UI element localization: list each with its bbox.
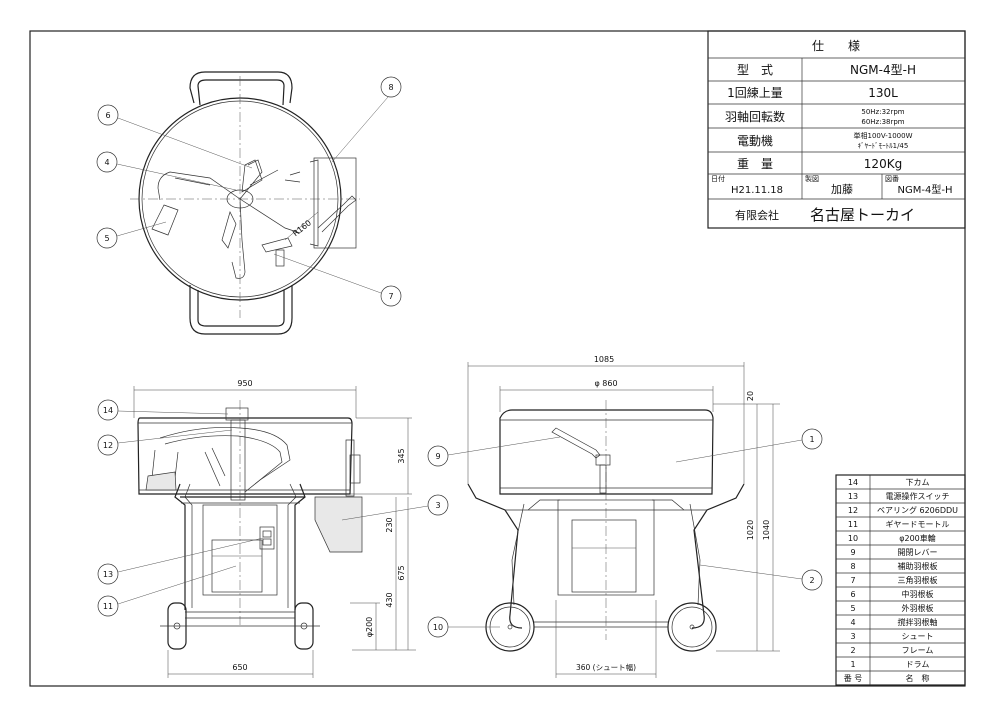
balloon-1: 1: [809, 435, 814, 444]
parts-row-name: ギヤードモートル: [886, 520, 950, 529]
drawing-value: NGM-4型-H: [898, 183, 953, 196]
spec-table: 仕 様 型 式 NGM-4型-H 1回練上量 130L 羽軸回転数 50Hz:3…: [707, 30, 966, 229]
side-balloons: 9 1 2 10: [427, 428, 823, 638]
maker-value: 加藤: [831, 183, 853, 196]
parts-row-name: 撹拌羽根軸: [898, 617, 938, 627]
spec-label-model: 型 式: [737, 63, 773, 77]
balloon-8: 8: [388, 83, 393, 92]
spec-value-rpm-60: 60Hz:38rpm: [861, 118, 904, 126]
front-dimensions: 950 650 345 230 675 430 φ200: [133, 379, 416, 678]
side-dimensions: 1085 φ 860 20 1020 1040 360 (シュート幅): [467, 355, 780, 678]
dim-675: 675: [397, 565, 406, 580]
drawing-label: 図番: [885, 175, 899, 183]
dim-1085: 1085: [594, 355, 614, 364]
balloon-14: 14: [103, 406, 113, 415]
dim-950: 950: [237, 379, 252, 388]
spec-label-weight: 重 量: [737, 157, 773, 171]
balloon-7: 7: [388, 292, 393, 301]
company-prefix: 有限会社: [735, 208, 779, 222]
company-name: 名古屋トーカイ: [810, 206, 915, 224]
parts-row-name: 補助羽根板: [898, 561, 938, 571]
parts-row-name: 電源操作スイッチ: [886, 491, 950, 501]
side-view: [467, 400, 745, 652]
balloon-3: 3: [435, 501, 440, 510]
parts-row-no: 10: [848, 534, 858, 543]
dim-r160: R160: [291, 218, 313, 238]
dim-1040: 1040: [762, 520, 771, 540]
dim-650: 650: [232, 663, 247, 672]
parts-header-name: 名 称: [906, 673, 930, 683]
front-view: [137, 400, 363, 650]
parts-row-no: 14: [848, 478, 858, 487]
spec-label-rpm: 羽軸回転数: [725, 109, 785, 124]
balloon-13: 13: [103, 570, 113, 579]
balloon-10: 10: [433, 623, 443, 632]
parts-row-name: 三角羽根板: [898, 575, 938, 585]
top-balloons: 8 6 4 5 7: [96, 76, 402, 307]
spec-label-motor: 電動機: [737, 133, 773, 148]
parts-row-no: 11: [848, 520, 858, 529]
parts-row-no: 4: [850, 618, 855, 627]
spec-value-motor-1: 単相100V-1000W: [853, 131, 912, 140]
balloon-2: 2: [809, 576, 814, 585]
parts-header-no: 番 号: [844, 673, 863, 683]
parts-list-frame: [835, 474, 966, 686]
front-balloons: 14 12 13 11 3: [97, 399, 449, 617]
dim-20: 20: [746, 391, 755, 401]
parts-row-no: 2: [850, 646, 855, 655]
spec-value-model: NGM-4型-H: [850, 63, 916, 77]
balloon-4: 4: [104, 158, 109, 167]
parts-row-name: フレーム: [902, 646, 934, 655]
parts-row-no: 9: [850, 548, 855, 557]
parts-row-name: ドラム: [906, 660, 930, 669]
spec-label-capacity: 1回練上量: [727, 86, 783, 100]
spec-title: 仕 様: [812, 39, 860, 53]
dim-phi860: φ 860: [594, 379, 617, 388]
balloon-5: 5: [104, 234, 109, 243]
parts-row-name: φ200車輪: [899, 533, 936, 543]
parts-row-no: 3: [850, 632, 855, 641]
spec-value-rpm-50: 50Hz:32rpm: [861, 108, 904, 116]
parts-row-no: 12: [848, 506, 858, 515]
spec-value-motor-2: ｷﾞﾔｰﾄﾞﾓｰﾄﾙ1/45: [858, 142, 909, 150]
dim-430: 430: [385, 592, 394, 607]
parts-row-name: 外羽根板: [902, 603, 934, 613]
dim-345: 345: [397, 448, 406, 463]
parts-row-name: ベアリング 6206DDU: [877, 505, 958, 515]
parts-row-no: 5: [850, 604, 855, 613]
dim-230: 230: [385, 517, 394, 532]
parts-row-name: シュート: [902, 632, 934, 641]
top-view: R160: [130, 71, 360, 335]
parts-row-no: 8: [850, 562, 855, 571]
parts-row-no: 13: [848, 492, 858, 501]
balloon-12: 12: [103, 441, 113, 450]
dim-1020: 1020: [746, 520, 755, 540]
parts-row-no: 7: [850, 576, 855, 585]
balloon-9: 9: [435, 452, 440, 461]
maker-label: 製図: [805, 174, 819, 183]
balloon-6: 6: [105, 111, 110, 120]
parts-row-name: 中羽根板: [902, 589, 934, 599]
sheet-border: [29, 30, 966, 687]
spec-value-capacity: 130L: [868, 86, 898, 100]
parts-row-no: 6: [850, 590, 855, 599]
date-value: H21.11.18: [731, 185, 783, 196]
parts-row-name: 下カム: [906, 478, 930, 487]
balloon-11: 11: [103, 602, 113, 611]
dim-phi200: φ200: [365, 617, 374, 638]
parts-row-no: 1: [850, 660, 855, 669]
spec-value-weight: 120Kg: [864, 157, 902, 171]
parts-row-name: 開閉レバー: [898, 548, 938, 557]
dim-chute-width: 360 (シュート幅): [576, 662, 636, 672]
date-label: 日付: [711, 174, 725, 183]
